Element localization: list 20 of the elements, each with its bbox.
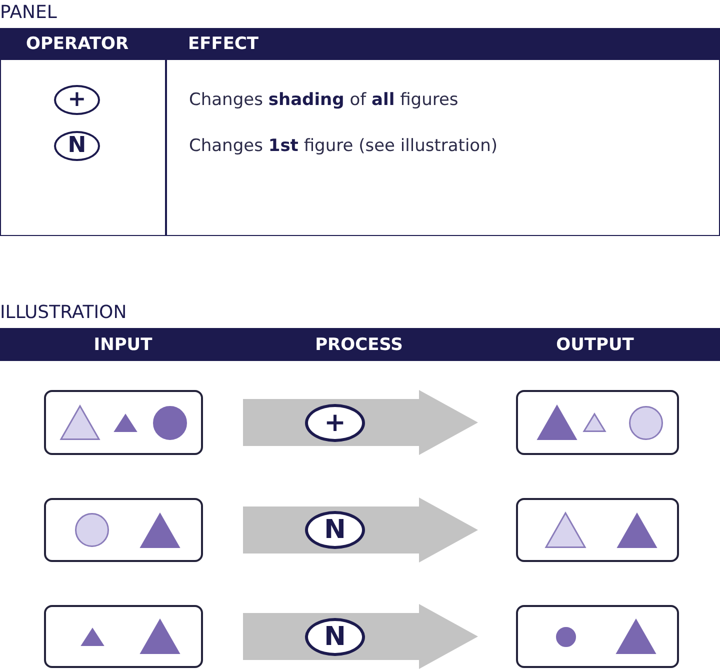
section-heading: ILLUSTRATION	[0, 302, 127, 324]
effect-text: Changes shading of all figures	[189, 89, 458, 111]
figure-box	[516, 498, 679, 562]
figure-box	[516, 605, 679, 668]
figure-box	[516, 390, 679, 455]
block-arrow	[243, 604, 478, 669]
column-header: OPERATOR	[26, 34, 129, 54]
operator-symbol: +	[54, 85, 100, 115]
figure-box	[44, 498, 203, 562]
effect-text: Changes 1st figure (see illustration)	[189, 135, 498, 157]
section-heading: PANEL	[0, 2, 57, 24]
column-header: EFFECT	[188, 34, 259, 54]
operator-symbol: N	[54, 131, 100, 161]
column-header: PROCESS	[315, 334, 403, 354]
column-header: INPUT	[94, 334, 152, 354]
block-arrow	[243, 498, 478, 562]
figure-box	[44, 390, 203, 455]
column-header: OUTPUT	[556, 334, 634, 354]
figure-box	[44, 605, 203, 668]
block-arrow	[243, 390, 478, 455]
